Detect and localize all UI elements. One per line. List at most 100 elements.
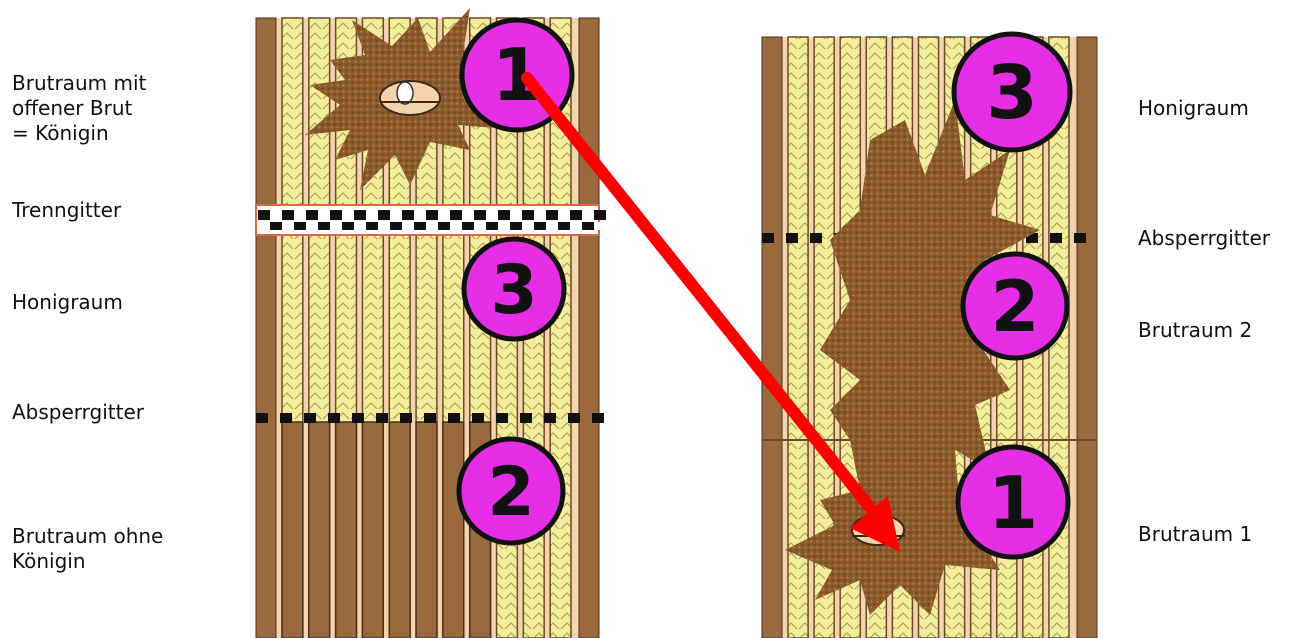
separator-cell [294,222,306,230]
excluder-segment [496,413,508,423]
separator-cell [510,222,522,230]
label-queen-excluder-left: Absperrgitter [12,400,145,424]
left-empty-frame [281,421,304,638]
badge-right-middle-label: 2 [991,266,1040,348]
excluder-segment [568,413,580,423]
excluder-segment [762,233,774,243]
separator-cell [306,210,318,220]
excluder-segment [786,233,798,243]
separator-cell [330,222,342,230]
left-wall-left [255,17,277,638]
left-empty-frame [334,421,358,638]
separator-cell [438,210,450,220]
separator-cell [522,222,534,230]
separator-cell [534,210,546,220]
separator-cell [534,222,546,230]
badge-right-middle: 2 [960,251,1070,361]
separator-cell [486,222,498,230]
separator-cell [498,222,510,230]
separator-cell [294,210,306,220]
excluder-segment [424,413,436,423]
left-empty-frame [415,421,438,638]
separator-cell [282,210,294,220]
right-brood-blob [785,100,1040,615]
excluder-segment [1026,233,1038,243]
excluder-segment [448,413,460,423]
label-brood-room-2: Brutraum 2 [1138,318,1253,342]
separator-cell [390,210,402,220]
label-brood-with-queen: Brutraum mit offener Brut = Königin [12,71,147,145]
excluder-segment [592,413,604,423]
excluder-segment [400,413,412,423]
excluder-segment [810,233,822,243]
separator-cell [342,210,354,220]
left-empty-frame [388,421,411,638]
separator-cell [318,222,330,230]
separator-cell [354,210,366,220]
separator-cell [366,222,378,230]
separator-cell [450,222,462,230]
left-empty-frame [361,421,385,638]
separator-cell [402,210,414,220]
separator-cell [510,210,522,220]
separator-cell [354,222,366,230]
separator-cell [258,210,270,220]
separator-cell [330,210,342,220]
separator-cell [582,222,594,230]
left-queen-excluder [256,413,604,423]
badge-left-bottom: 2 [456,436,566,546]
separator-cell [474,210,486,220]
separator-cell [270,222,282,230]
separator-cell [546,210,558,220]
excluder-segment [328,413,340,423]
badge-right-bottom: 1 [955,444,1071,560]
separator-cell [318,210,330,220]
badge-left-middle-label: 3 [490,251,537,330]
separator-cell [522,210,534,220]
excluder-segment [520,413,532,423]
excluder-segment [376,413,388,423]
label-honey-room-left: Honigraum [12,290,123,314]
separator-cell [258,222,270,230]
separator-cell [450,210,462,220]
separator-cell [546,222,558,230]
left-separator-grid [255,204,606,236]
separator-cell [402,222,414,230]
left-wall-right [578,17,600,638]
move-arrow [521,72,900,552]
right-frame [787,36,809,638]
separator-cell [378,222,390,230]
excluder-segment [1050,233,1062,243]
badge-right-top-label: 3 [986,50,1038,136]
badge-left-bottom-label: 2 [487,453,534,532]
left-empty-frame [442,421,465,638]
separator-cell [474,222,486,230]
separator-cell [270,210,282,220]
separator-cell [414,210,426,220]
separator-cell [594,210,606,220]
arrow-head-icon [850,496,900,552]
separator-cell [342,222,354,230]
badge-right-top: 3 [951,31,1073,153]
excluder-segment [352,413,364,423]
separator-cell [558,210,570,220]
label-brood-room-1: Brutraum 1 [1138,522,1253,546]
label-queen-excluder-right: Absperrgitter [1138,226,1271,250]
label-honey-room-right: Honigraum [1138,96,1249,120]
queen-icon-left [379,80,441,116]
separator-cell [390,222,402,230]
separator-cell [594,222,606,230]
separator-cell [486,210,498,220]
excluder-segment [544,413,556,423]
separator-cell [582,210,594,220]
excluder-segment [256,413,268,423]
left-empty-frame [308,421,331,638]
excluder-segment [304,413,316,423]
separator-cell [462,210,474,220]
separator-cell [570,210,582,220]
right-wall-right [1076,36,1098,638]
badge-left-top-label: 1 [492,33,542,117]
separator-cell [498,210,510,220]
separator-cell [462,222,474,230]
